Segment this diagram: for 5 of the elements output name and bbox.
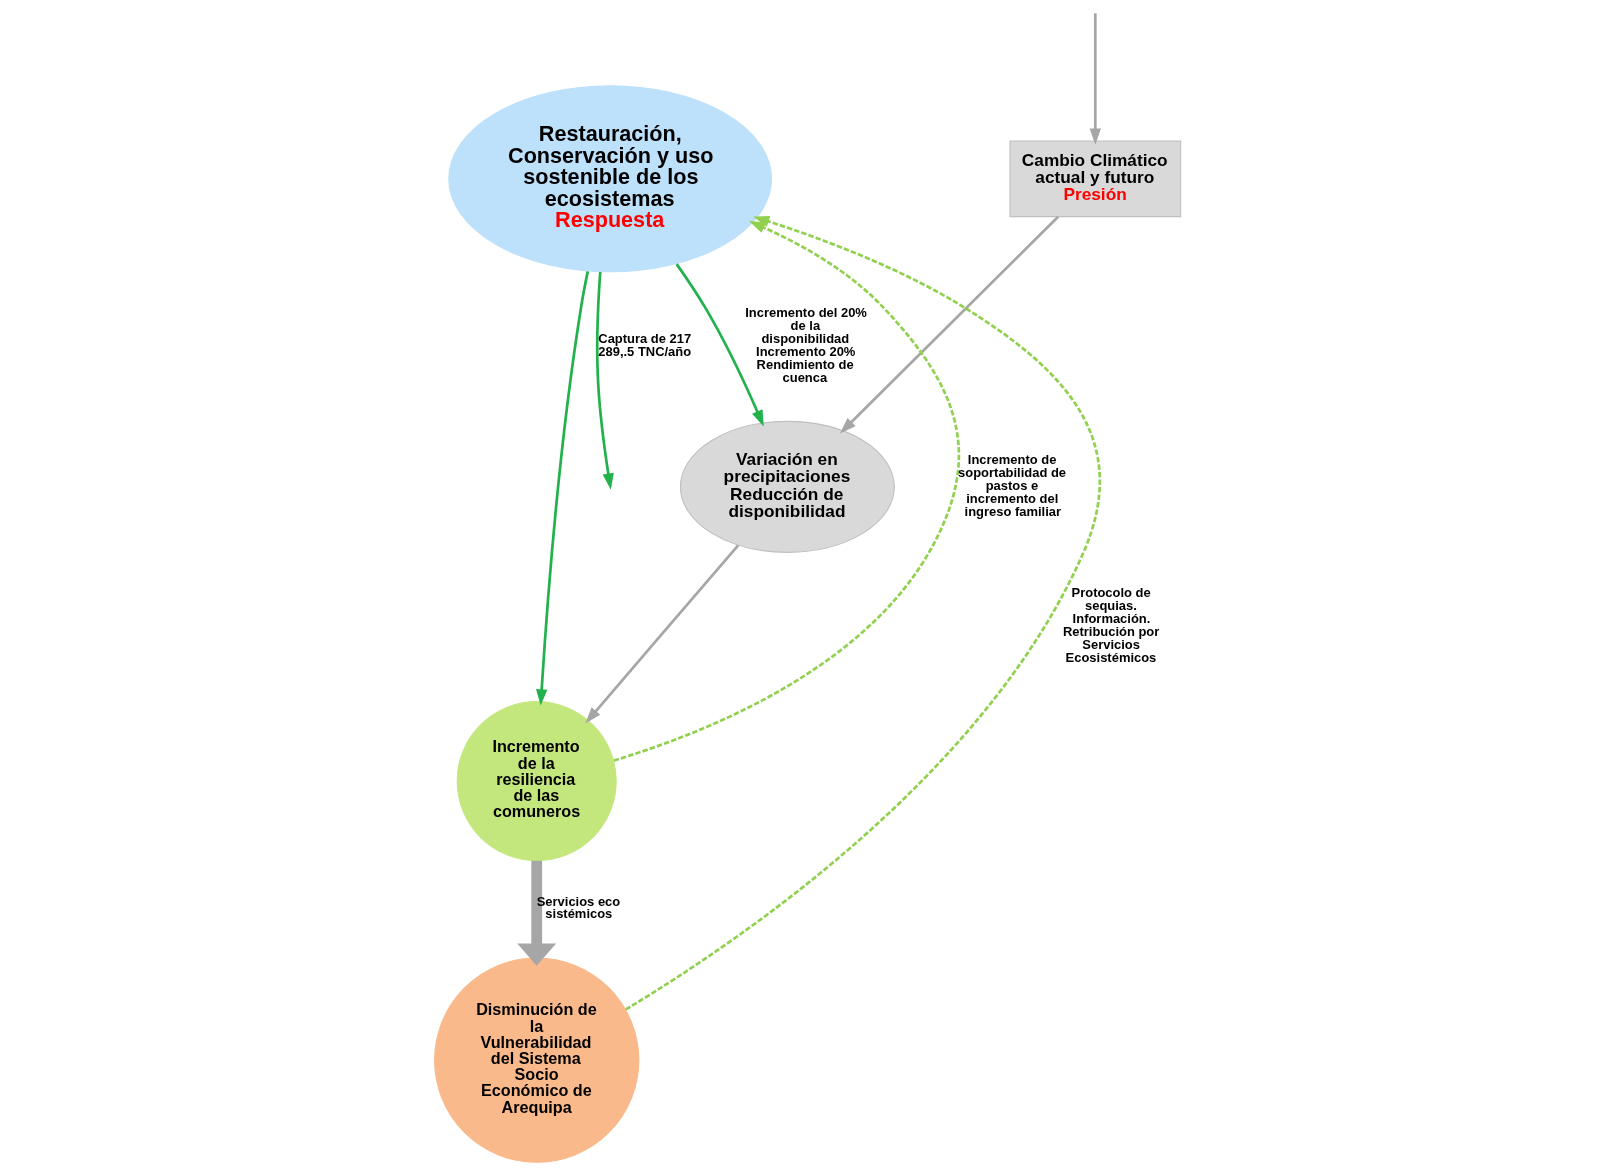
edge-label: Captura de 217 289,.5 TNC/año	[597, 330, 691, 359]
edge-label: Protocolo de sequias. Información. Retribución por Servicios Ecosistémicos	[1062, 585, 1159, 666]
edge-label: Incremento de soportabilidad de pastos e incremento del ingreso familiar	[957, 451, 1066, 519]
edge-label: Servicios eco sistémicos	[536, 893, 620, 922]
edge-label: Incremento del 20% de la disponibilidad Incremento 20% Rendimiento de cuenca	[744, 304, 867, 385]
